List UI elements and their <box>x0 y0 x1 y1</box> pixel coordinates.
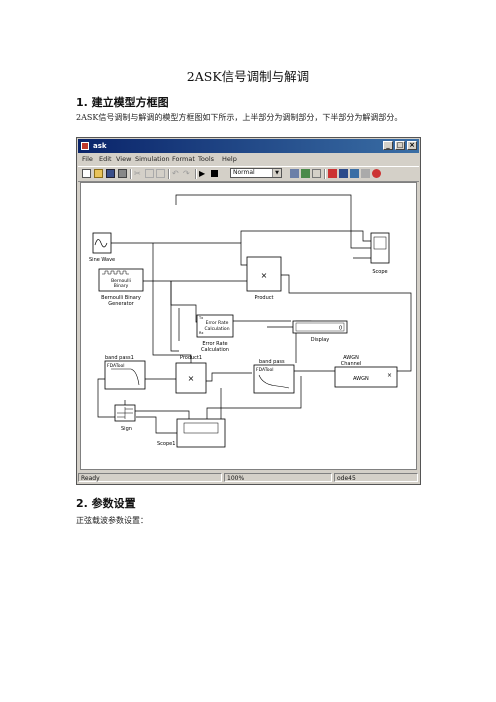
stop-simulation-icon[interactable] <box>211 170 218 177</box>
redo-icon[interactable]: ↷ <box>183 169 190 178</box>
bernoulli-block[interactable]: Bernoulli Binary <box>98 268 144 292</box>
display-block[interactable]: 0 <box>292 320 348 334</box>
status-bar: Ready 100% ode45 <box>78 473 419 483</box>
band-pass1-fdatool: FDATool <box>107 363 124 369</box>
signal-lines <box>97 194 412 434</box>
model-browser-icon[interactable] <box>339 169 348 178</box>
menu-simulation[interactable]: Simulation <box>135 155 170 163</box>
toolbar: ✂ ↶ ↷ ▶ Normal ▼ <box>78 166 419 182</box>
section-paragraph-model: 2ASK信号调制与解调的模型方框图如下所示，上半部分为调制部分，下半部分为解调部… <box>76 113 403 122</box>
error-rate-tx-port: Tx <box>198 316 203 320</box>
band-pass-fdatool: FDATool <box>256 367 273 373</box>
app-icon <box>81 142 89 150</box>
model-explorer-icon[interactable] <box>312 169 321 178</box>
product-label: Product <box>255 295 274 301</box>
sine-wave-block[interactable] <box>92 232 112 254</box>
save-icon[interactable] <box>106 169 115 178</box>
menu-file[interactable]: File <box>82 155 93 163</box>
scope-label: Scope <box>372 269 387 275</box>
section-paragraph-params: 正弦载波参数设置： <box>76 516 148 525</box>
cut-icon[interactable]: ✂ <box>134 169 141 178</box>
awgn-channel-block[interactable]: AWGN × <box>334 366 398 388</box>
title-bar: ask _ □ × <box>78 139 419 153</box>
sign-label: Sign <box>121 426 132 432</box>
build-icon[interactable] <box>290 169 299 178</box>
start-simulation-icon[interactable]: ▶ <box>199 169 206 178</box>
hierarchy-icon[interactable] <box>361 169 370 178</box>
band-pass-label: band pass <box>259 359 285 365</box>
status-zoom: 100% <box>224 473 332 482</box>
paste-icon[interactable] <box>156 169 165 178</box>
model-canvas[interactable]: Sine Wave Bernoulli Binary Bernoulli Bin… <box>80 182 417 470</box>
maximize-button[interactable]: □ <box>395 141 405 150</box>
product1-label: Product1 <box>180 355 202 361</box>
minimize-button[interactable]: _ <box>383 141 393 150</box>
menu-format[interactable]: Format <box>172 155 195 163</box>
awgn-label-line-1: AWGN <box>343 355 359 361</box>
open-icon[interactable] <box>94 169 103 178</box>
menu-edit[interactable]: Edit <box>99 155 112 163</box>
profiler-icon[interactable] <box>372 169 381 178</box>
status-solver: ode45 <box>334 473 418 482</box>
debug-icon[interactable] <box>350 169 359 178</box>
error-rate-label-line-1: Error Rate <box>202 341 227 347</box>
document-title: 2ASK信号调制与解调 <box>186 69 310 84</box>
bernoulli-label-line-2: Generator <box>108 301 134 307</box>
menu-tools[interactable]: Tools <box>198 155 215 163</box>
error-rate-rx-port: Rx <box>199 331 204 335</box>
section-heading-params: 2. 参数设置 <box>76 497 136 510</box>
window-title: ask <box>93 142 107 150</box>
product-multiply-symbol: × <box>261 271 268 280</box>
bernoulli-label-line-1: Bernoulli Binary <box>101 295 141 301</box>
error-rate-block[interactable]: Tx Rx Error Rate Calculation <box>196 314 234 338</box>
print-icon[interactable] <box>118 169 127 178</box>
product1-multiply-symbol: × <box>188 374 195 383</box>
status-state: Ready <box>78 473 222 482</box>
awgn-multiply-symbol: × <box>387 372 392 379</box>
bernoulli-icon-line-1: Bernoulli <box>111 278 131 284</box>
menu-bar: File Edit View Simulation Format Tools H… <box>78 154 419 165</box>
update-diagram-icon[interactable] <box>301 169 310 178</box>
band-pass1-label: band pass1 <box>105 355 134 361</box>
scope1-label: Scope1 <box>157 441 175 447</box>
new-icon[interactable] <box>82 169 91 178</box>
error-rate-label-line-2: Calculation <box>201 347 229 353</box>
section-heading-model: 1. 建立模型方框图 <box>76 96 169 109</box>
error-rate-icon-line-1: Error Rate <box>206 320 229 326</box>
awgn-icon-text: AWGN <box>353 376 369 382</box>
menu-view[interactable]: View <box>116 155 132 163</box>
chevron-down-icon: ▼ <box>272 169 281 177</box>
product1-block[interactable]: × <box>175 362 207 394</box>
error-rate-icon-line-2: Calculation <box>204 326 229 332</box>
sine-wave-label: Sine Wave <box>89 257 115 263</box>
copy-icon[interactable] <box>145 169 154 178</box>
display-value: 0 <box>339 326 342 332</box>
band-pass-block[interactable]: FDATool <box>253 364 295 394</box>
simulink-window: ask _ □ × File Edit View Simulation Form… <box>76 137 421 485</box>
simulation-mode-value: Normal <box>233 169 255 176</box>
scope1-block[interactable] <box>176 418 226 448</box>
close-button[interactable]: × <box>407 141 417 150</box>
library-browser-icon[interactable] <box>328 169 337 178</box>
menu-help[interactable]: Help <box>222 155 237 163</box>
sign-block[interactable] <box>114 404 136 422</box>
scope-block[interactable] <box>370 232 390 264</box>
bernoulli-icon-line-2: Binary <box>114 283 129 289</box>
product-block[interactable]: × <box>246 256 282 292</box>
display-label: Display <box>311 337 329 343</box>
band-pass1-block[interactable]: FDATool <box>104 360 146 390</box>
simulation-mode-select[interactable]: Normal ▼ <box>230 168 282 178</box>
undo-icon[interactable]: ↶ <box>172 169 179 178</box>
awgn-label-line-2: Channel <box>341 361 362 367</box>
